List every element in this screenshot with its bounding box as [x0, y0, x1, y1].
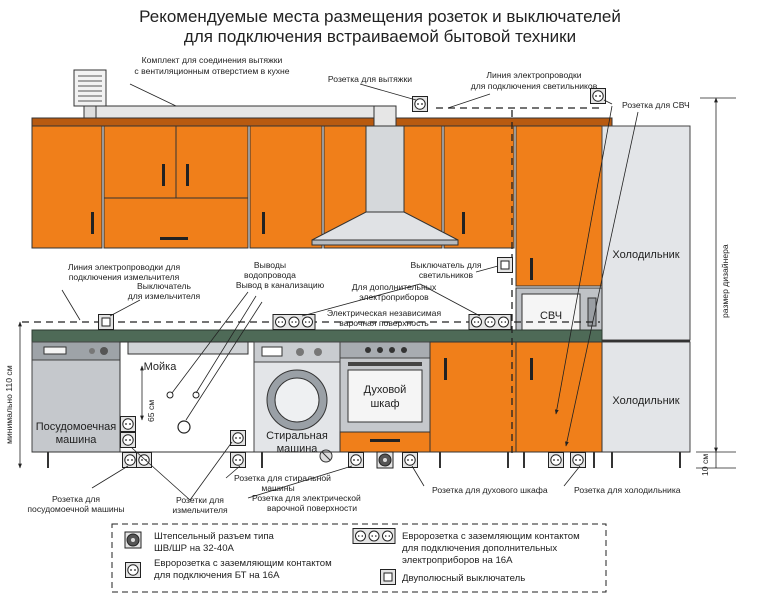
legend-plug-label-2: ШВ/ШР на 32-40А — [154, 543, 235, 554]
lower-cabinets-right — [429, 341, 603, 453]
washing-machine: Стиральная машина — [253, 341, 341, 463]
dishwasher-socket-label-1: Розетка для — [52, 494, 100, 504]
legend-triple-socket-icon — [352, 528, 396, 544]
hood-duct — [73, 69, 397, 127]
legend: Штепсельный разъем типа ШВ/ШР на 32-40А … — [111, 523, 607, 593]
cooker-hood — [311, 125, 459, 246]
grinder-sockets-label-2: измельчителя — [172, 505, 228, 515]
legend-euro-label-2: для подключения БТ на 16А — [154, 570, 280, 581]
dishwasher-socket-label-2: посудомоечной машины — [27, 504, 124, 514]
microwave-socket-label: Розетка для СВЧ — [622, 100, 690, 110]
grinder-socket-1-icon — [120, 416, 136, 432]
grinder-sockets-label-1: Розетки для — [176, 495, 224, 505]
legend-triple-label-1: Евророзетка с заземляющим контактом — [402, 531, 580, 542]
leader-lines — [61, 83, 639, 501]
dim-65-label: 65 см — [146, 400, 156, 422]
oven-socket-label: Розетка для духового шкафа — [432, 485, 548, 495]
washer-label-1: Стиральная — [266, 430, 328, 442]
grinder-line-label-2: подключения измельчителя — [69, 272, 180, 282]
water-label-2: водопровода — [244, 270, 296, 280]
fridge-column: Холодильник Холодильник — [601, 125, 691, 453]
oven-label-2: шкаф — [370, 398, 399, 410]
upper-cabinets — [31, 117, 613, 287]
light-switch-label-2: светильников — [419, 270, 474, 280]
dim-110-label: минимально 110 см — [4, 365, 14, 444]
fridge-top-label: Холодильник — [612, 249, 679, 261]
legend-euro-label-1: Евророзетка с заземляющим контактом — [154, 558, 332, 569]
hob-plug-icon — [376, 451, 394, 469]
extra-sockets-right-icon — [468, 314, 512, 330]
hood-kit-label-1: Комплект для соединения вытяжки — [142, 55, 283, 65]
washer-label-2: машина — [277, 443, 319, 455]
sewer-label-1: Вывод в канализацию — [236, 280, 325, 290]
diagram-title-line-2: для подключения встраиваемой бытовой тех… — [184, 27, 576, 46]
grinder-line-label-1: Линия электропроводки для — [68, 262, 181, 272]
fridge-socket-label: Розетка для холодильника — [574, 485, 681, 495]
dishwasher-socket-icon — [122, 452, 138, 468]
extra-devices-label-2: электроприборов — [359, 292, 429, 302]
oven-label-1: Духовой — [364, 384, 407, 396]
legend-switch-icon — [380, 569, 396, 585]
oven-socket-icon — [402, 452, 418, 468]
fridge-socket-2-icon — [570, 452, 586, 468]
oven: Духовой шкаф — [339, 341, 431, 453]
washer-socket-label-2: машины — [261, 483, 294, 493]
grinder-socket-3-icon — [230, 430, 246, 446]
grinder-switch-label-1: Выключатель — [137, 281, 191, 291]
grinder-switch-icon — [98, 314, 114, 330]
washer-socket-icon — [230, 452, 246, 468]
hood-socket-icon — [412, 96, 428, 112]
hood-kit-label-2: с вентиляционным отверстием в кухне — [134, 66, 289, 76]
dishwasher-socket-2-icon — [136, 452, 152, 468]
hob-socket-label-1: Розетка для электрической — [252, 493, 361, 503]
legend-switch-label: Двуполюсный выключатель — [402, 573, 525, 584]
dimensions: минимально 110 см размер дизайнера 10 см — [4, 97, 736, 476]
hob-label-2: варочная поверхность — [339, 318, 429, 328]
dishwasher-label-1: Посудомоечная — [36, 421, 117, 433]
microwave-label: СВЧ — [540, 310, 562, 322]
legend-plug-icon — [124, 531, 142, 549]
dim-10-label: 10 см — [700, 454, 710, 476]
hob-socket-icon — [348, 452, 364, 468]
hob-socket-label-2: варочной поверхности — [267, 503, 357, 513]
dishwasher-label-2: машина — [56, 434, 98, 446]
dishwasher: Посудомоечная машина — [31, 341, 121, 453]
light-switch-icon — [497, 257, 513, 273]
light-line-label-1: Линия электропроводки — [486, 70, 581, 80]
hood-socket-label: Розетка для вытяжки — [328, 74, 412, 84]
countertop — [31, 329, 603, 343]
legend-triple-label-2: для подключения дополнительных — [402, 543, 557, 554]
water-label-1: Выводы — [254, 260, 286, 270]
diagram-title-line-1: Рекомендуемые места размещения розеток и… — [139, 7, 621, 26]
extra-sockets-left-icon — [272, 314, 316, 330]
washer-socket-label-1: Розетка для стиральной — [234, 473, 331, 483]
legend-plug-label-1: Штепсельный разъем типа — [154, 531, 275, 542]
legend-euro-socket-icon — [125, 562, 141, 578]
fridge-bottom-label: Холодильник — [612, 395, 679, 407]
grinder-switch-label-2: для измельчителя — [128, 291, 201, 301]
dim-designer-label: размер дизайнера — [720, 244, 730, 318]
light-line-label-2: для подключения светильников — [471, 81, 598, 91]
fridge-socket-1-icon — [548, 452, 564, 468]
sink-label: Мойка — [144, 361, 178, 373]
extra-devices-label-1: Для дополнительных — [352, 282, 437, 292]
grinder-socket-2-icon — [120, 432, 136, 448]
hob-label-1: Электрическая независимая — [327, 308, 442, 318]
legend-triple-label-3: электроприборов на 16А — [402, 555, 513, 566]
light-switch-label-1: Выключатель для — [411, 260, 482, 270]
